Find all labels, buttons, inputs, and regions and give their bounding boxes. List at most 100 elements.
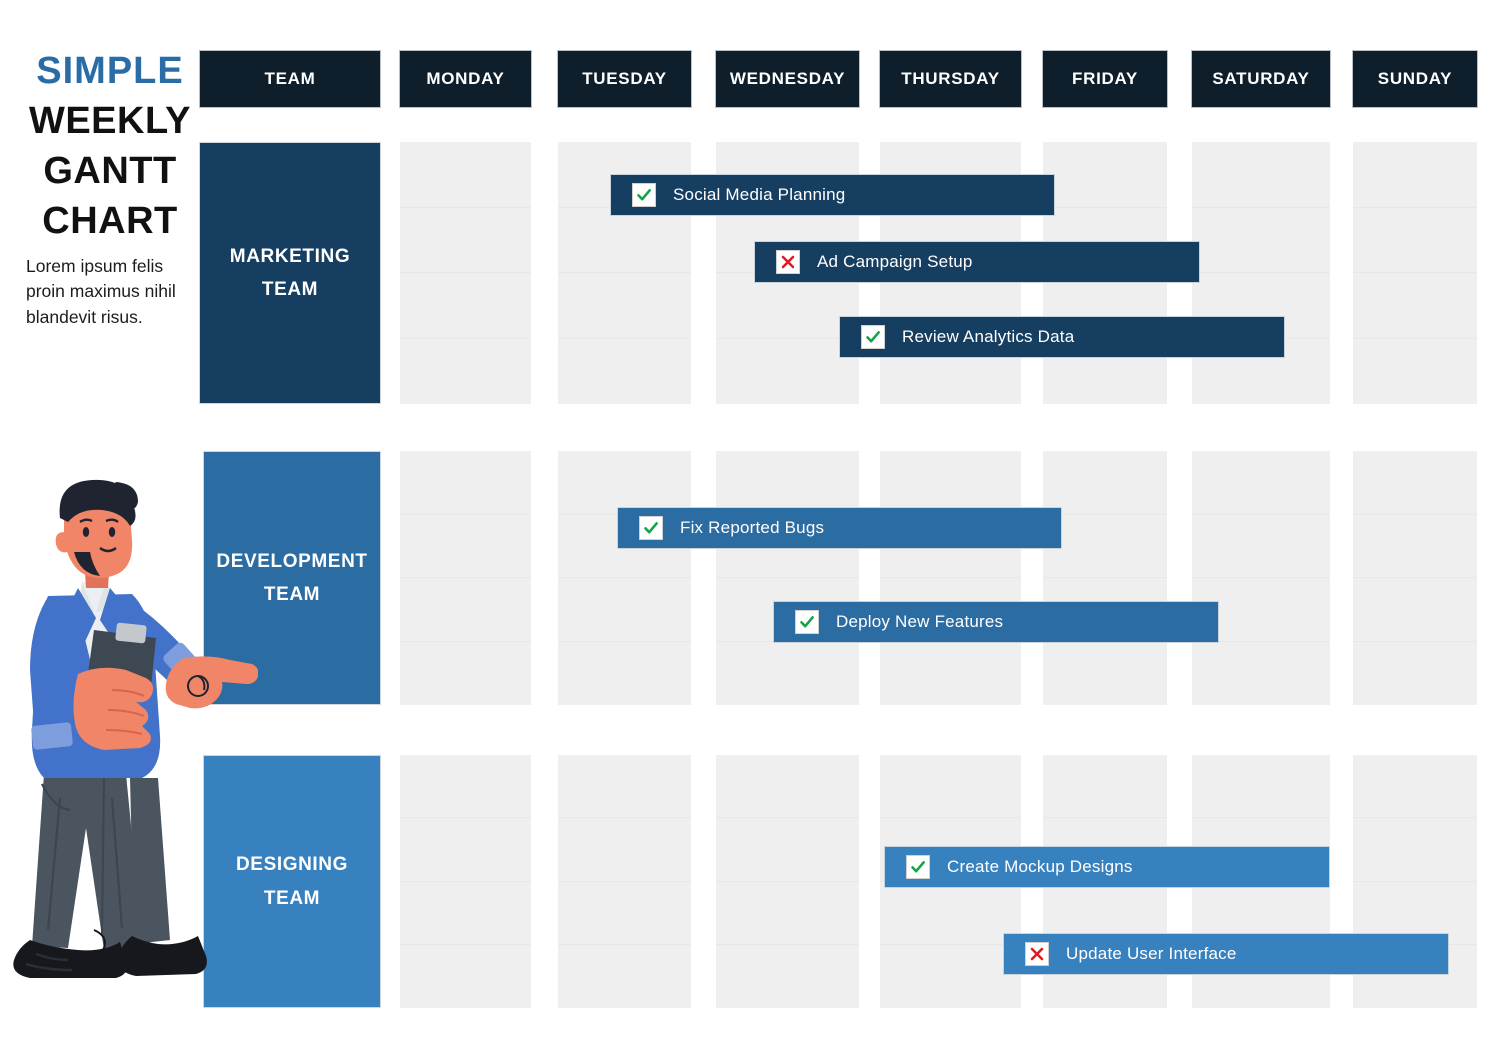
column-header-tuesday[interactable]: TUESDAY bbox=[557, 50, 692, 108]
grid-cell-development-sunday[interactable] bbox=[1353, 451, 1477, 705]
task-bar-label: Create Mockup Designs bbox=[947, 857, 1133, 876]
grid-cell-segment bbox=[400, 642, 531, 706]
task-bar-label: Ad Campaign Setup bbox=[817, 252, 973, 271]
grid-cell-segment bbox=[1192, 451, 1330, 515]
column-header-friday[interactable]: FRIDAY bbox=[1042, 50, 1168, 108]
grid-cell-segment bbox=[558, 578, 691, 642]
task-bar[interactable]: Social Media Planning bbox=[610, 174, 1055, 216]
grid-cell-segment bbox=[1192, 515, 1330, 578]
cross-icon[interactable] bbox=[1025, 942, 1049, 966]
task-bar[interactable]: Deploy New Features bbox=[773, 601, 1219, 643]
task-bar[interactable]: Review Analytics Data bbox=[839, 316, 1285, 358]
team-label-line-2: TEAM bbox=[263, 584, 321, 605]
grid-cell-segment bbox=[558, 451, 691, 515]
column-header-sunday[interactable]: SUNDAY bbox=[1352, 50, 1478, 108]
grid-cell-segment bbox=[558, 515, 691, 578]
grid-cell-segment bbox=[400, 208, 531, 273]
grid-cell-segment bbox=[1192, 208, 1330, 273]
grid-cell-segment bbox=[880, 515, 1021, 578]
grid-cell-segment bbox=[716, 945, 859, 1008]
grid-cell-segment bbox=[400, 451, 531, 515]
check-icon[interactable] bbox=[906, 855, 930, 879]
grid-cell-marketing-monday[interactable] bbox=[400, 142, 531, 404]
title-line-chart: CHART bbox=[42, 200, 178, 242]
grid-cell-segment bbox=[1353, 818, 1477, 882]
grid-cell-segment bbox=[558, 945, 691, 1008]
grid-cell-segment bbox=[1353, 755, 1477, 819]
grid-cell-segment bbox=[716, 755, 859, 819]
grid-cell-segment bbox=[1043, 642, 1167, 706]
grid-cell-segment bbox=[880, 882, 1021, 945]
grid-cell-marketing-sunday[interactable] bbox=[1353, 142, 1477, 404]
task-bar-label: Social Media Planning bbox=[673, 185, 846, 204]
grid-cell-segment bbox=[400, 339, 531, 405]
column-header-monday[interactable]: MONDAY bbox=[399, 50, 532, 108]
subtitle-text: Lorem ipsum felis proin maximus nihil bl… bbox=[26, 256, 176, 327]
team-label-line-2: TEAM bbox=[263, 887, 321, 909]
team-label-line-1: DESIGNING bbox=[235, 854, 349, 876]
team-label-line-1: DEVELOPMENT bbox=[216, 550, 368, 572]
title-line-simple: SIMPLE bbox=[36, 50, 184, 92]
task-bar[interactable]: Fix Reported Bugs bbox=[617, 507, 1062, 549]
grid-cell-segment bbox=[716, 642, 859, 706]
grid-cell-segment bbox=[716, 339, 859, 405]
grid-cell-segment bbox=[716, 273, 859, 339]
grid-cell-designing-wednesday[interactable] bbox=[716, 755, 859, 1008]
team-label-marketing[interactable]: MARKETING TEAM bbox=[199, 142, 381, 404]
grid-cell-segment bbox=[1192, 755, 1330, 819]
grid-cell-segment bbox=[1043, 142, 1167, 208]
grid-cell-segment bbox=[400, 273, 531, 339]
grid-cell-segment bbox=[1043, 515, 1167, 578]
task-bar[interactable]: Create Mockup Designs bbox=[884, 846, 1330, 888]
grid-cell-segment bbox=[1353, 208, 1477, 273]
task-bar-label: Fix Reported Bugs bbox=[680, 518, 825, 537]
grid-cell-segment bbox=[880, 451, 1021, 515]
column-header-thursday[interactable]: THURSDAY bbox=[879, 50, 1022, 108]
grid-cell-development-friday[interactable] bbox=[1043, 451, 1167, 705]
team-label-designing[interactable]: DESIGNING TEAM bbox=[203, 755, 381, 1008]
grid-cell-segment bbox=[1192, 142, 1330, 208]
grid-cell-segment bbox=[558, 882, 691, 945]
task-bar-label: Review Analytics Data bbox=[902, 327, 1075, 346]
grid-cell-marketing-saturday[interactable] bbox=[1192, 142, 1330, 404]
grid-cell-segment bbox=[558, 273, 691, 339]
check-icon[interactable] bbox=[632, 183, 656, 207]
grid-cell-segment bbox=[1353, 273, 1477, 339]
grid-cell-development-saturday[interactable] bbox=[1192, 451, 1330, 705]
task-bar[interactable]: Ad Campaign Setup bbox=[754, 241, 1200, 283]
grid-cell-designing-tuesday[interactable] bbox=[558, 755, 691, 1008]
cross-icon[interactable] bbox=[776, 250, 800, 274]
grid-cell-segment bbox=[1353, 451, 1477, 515]
grid-cell-segment bbox=[558, 818, 691, 882]
check-icon[interactable] bbox=[861, 325, 885, 349]
grid-cell-development-tuesday[interactable] bbox=[558, 451, 691, 705]
grid-cell-segment bbox=[400, 755, 531, 819]
grid-cell-designing-monday[interactable] bbox=[400, 755, 531, 1008]
grid-cell-segment bbox=[400, 945, 531, 1008]
grid-cell-segment bbox=[400, 818, 531, 882]
grid-cell-development-wednesday[interactable] bbox=[716, 451, 859, 705]
grid-cell-segment bbox=[558, 642, 691, 706]
title-line-weekly: WEEKLY bbox=[28, 100, 192, 142]
businessman-pointing-illustration bbox=[8, 478, 259, 1008]
grid-cell-segment bbox=[1353, 142, 1477, 208]
check-icon[interactable] bbox=[795, 610, 819, 634]
title-line-gantt: GANTT bbox=[43, 150, 177, 192]
grid-cell-development-monday[interactable] bbox=[400, 451, 531, 705]
task-bar[interactable]: Update User Interface bbox=[1003, 933, 1449, 975]
grid-cell-development-thursday[interactable] bbox=[880, 451, 1021, 705]
grid-cell-segment bbox=[880, 945, 1021, 1008]
grid-cell-segment bbox=[558, 208, 691, 273]
grid-cell-segment bbox=[880, 642, 1021, 706]
column-header-saturday[interactable]: SATURDAY bbox=[1191, 50, 1331, 108]
team-label-line-1: MARKETING bbox=[229, 245, 351, 267]
team-label-line-2: TEAM bbox=[261, 279, 319, 300]
grid-cell-segment bbox=[400, 882, 531, 945]
grid-cell-segment bbox=[716, 818, 859, 882]
grid-cell-segment bbox=[1192, 642, 1330, 706]
check-icon[interactable] bbox=[639, 516, 663, 540]
task-bar-label: Deploy New Features bbox=[836, 612, 1004, 631]
column-header-team[interactable]: TEAM bbox=[199, 50, 381, 108]
column-header-wednesday[interactable]: WEDNESDAY bbox=[715, 50, 860, 108]
